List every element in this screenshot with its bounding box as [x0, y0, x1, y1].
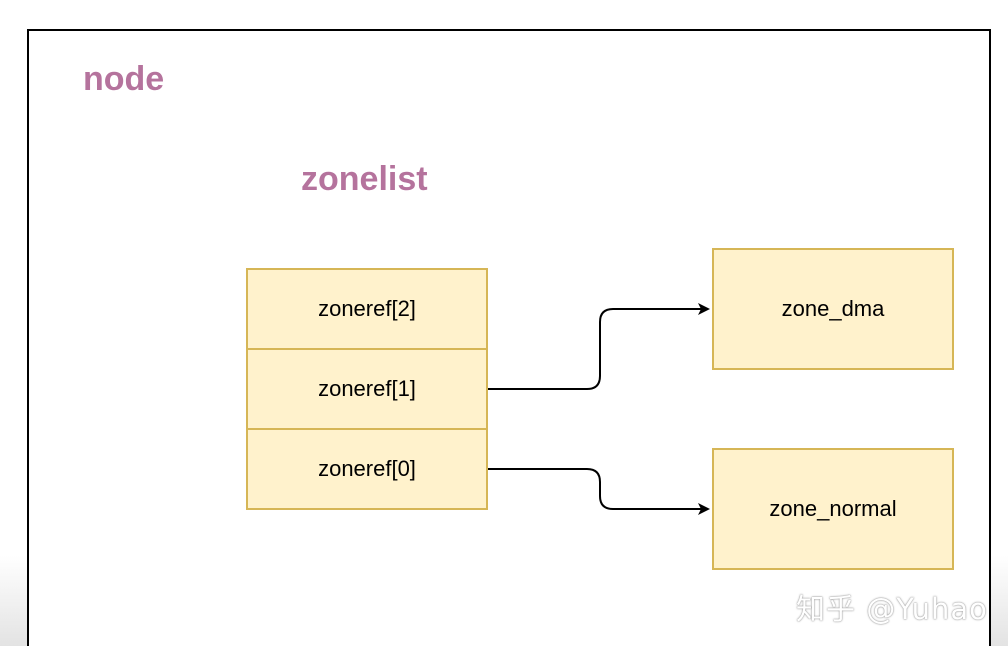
- zoneref-1-cell: zoneref[1]: [246, 348, 488, 430]
- zone-normal-box: zone_normal: [712, 448, 954, 570]
- zone-dma-box: zone_dma: [712, 248, 954, 370]
- watermark-text: 知乎 @Yuhao: [796, 592, 988, 626]
- zoneref-0-cell: zoneref[0]: [246, 428, 488, 510]
- zoneref-2-cell: zoneref[2]: [246, 268, 488, 350]
- zonelist-label: zonelist: [301, 160, 428, 198]
- node-label: node: [83, 60, 165, 98]
